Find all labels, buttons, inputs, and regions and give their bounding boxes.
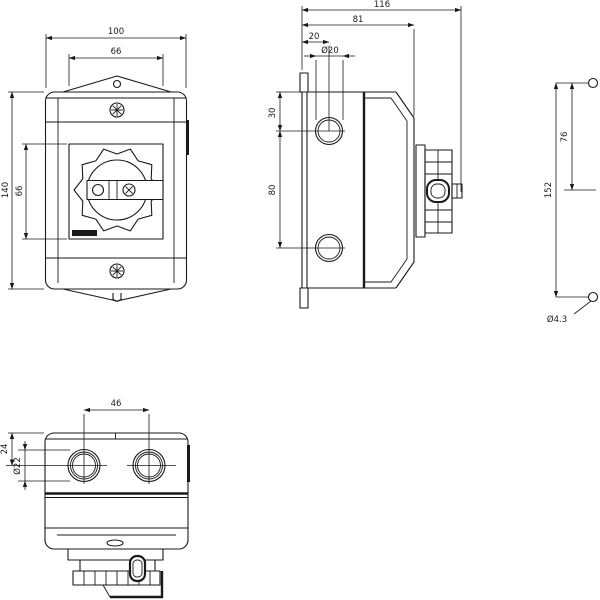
dim-label-edge-to-hole: 24 — [0, 444, 10, 455]
mounting-tab-bottom — [299, 287, 309, 309]
dim-side-entry-diameter: Ø20 — [304, 45, 355, 120]
side-view: 116 81 20 Ø20 30 80 — [268, 0, 463, 309]
knob-hub — [426, 179, 450, 203]
dim-label-bottom-diameter: Ø22 — [12, 457, 23, 475]
dim-label-top-to-hole: 30 — [268, 108, 278, 119]
bottom-body-outline — [44, 432, 190, 550]
dim-label-bottom-spacing: 46 — [111, 399, 122, 409]
dim-mounting-hole-diameter: Ø4.3 — [547, 300, 592, 325]
knob-handle — [86, 179, 164, 201]
dim-label-mounting-spacing: 152 — [544, 182, 554, 198]
brand-label-bar — [72, 230, 97, 236]
dim-label-mounting-half-spacing: 76 — [560, 132, 570, 143]
dim-mounting-half-spacing: 76 — [560, 82, 596, 191]
dim-label-entry-offset: 20 — [309, 32, 320, 42]
dim-label-mounting-diameter: Ø4.3 — [547, 314, 567, 325]
side-latch-mark-bottom — [187, 445, 190, 482]
bottom-knob-profile — [67, 548, 164, 599]
neck-tier-1 — [67, 548, 164, 561]
front-enclosure-outline — [44, 75, 189, 302]
dim-label-hole-spacing: 80 — [268, 185, 278, 196]
dim-label-front-inner-height: 66 — [15, 186, 25, 197]
knob-bar — [72, 570, 161, 586]
side-cable-entries — [276, 46, 345, 263]
dim-label-total-depth: 116 — [374, 0, 390, 10]
dim-label-front-height: 140 — [1, 182, 11, 198]
rotary-knob-front — [68, 143, 164, 240]
mounting-hole-top — [587, 77, 599, 89]
dim-front-width: 100 — [45, 27, 187, 88]
dim-side-entry-offset: 20 — [301, 32, 330, 45]
dim-label-entry-diameter: Ø20 — [321, 45, 339, 56]
knob-flange — [415, 144, 426, 238]
dim-front-height: 140 — [1, 91, 44, 290]
dim-bottom-hole-spacing: 46 — [83, 399, 150, 413]
side-body-outline — [299, 72, 415, 309]
dim-label-front-width: 100 — [108, 27, 124, 37]
bottom-notch — [112, 293, 122, 302]
dim-front-inner-height: 66 — [15, 143, 67, 240]
dim-front-inner-width: 66 — [68, 47, 164, 86]
dim-bottom-hole-diameter: Ø22 — [12, 441, 70, 490]
front-view: 100 66 140 66 — [1, 27, 189, 302]
dim-side-body-depth: 81 — [301, 15, 415, 116]
front-cover-screws — [109, 102, 125, 279]
handle-tip-bottom — [110, 571, 164, 599]
dim-side-top-to-hole: 30 — [268, 91, 300, 132]
dim-mounting-vertical-spacing: 152 — [544, 82, 559, 298]
top-hanger-hole — [112, 79, 122, 89]
handle-ring — [128, 554, 147, 583]
dim-side-total-depth: 116 — [301, 0, 462, 192]
mounting-tab-top — [299, 72, 309, 93]
dim-label-front-inner-width: 66 — [111, 47, 122, 57]
bottom-cable-entries — [6, 414, 176, 484]
mounting-hole-diagram: 152 76 Ø4.3 — [544, 77, 599, 325]
dim-label-body-depth: 81 — [353, 15, 364, 25]
dim-bottom-edge-to-hole: 24 — [0, 432, 44, 466]
side-knob-profile — [415, 144, 463, 238]
side-latch-mark — [186, 120, 189, 155]
dim-side-hole-spacing: 80 — [268, 130, 283, 249]
bottom-view: 46 24 Ø22 — [0, 399, 190, 599]
mounting-hole-bottom — [587, 291, 599, 303]
latch-slot — [106, 539, 124, 547]
